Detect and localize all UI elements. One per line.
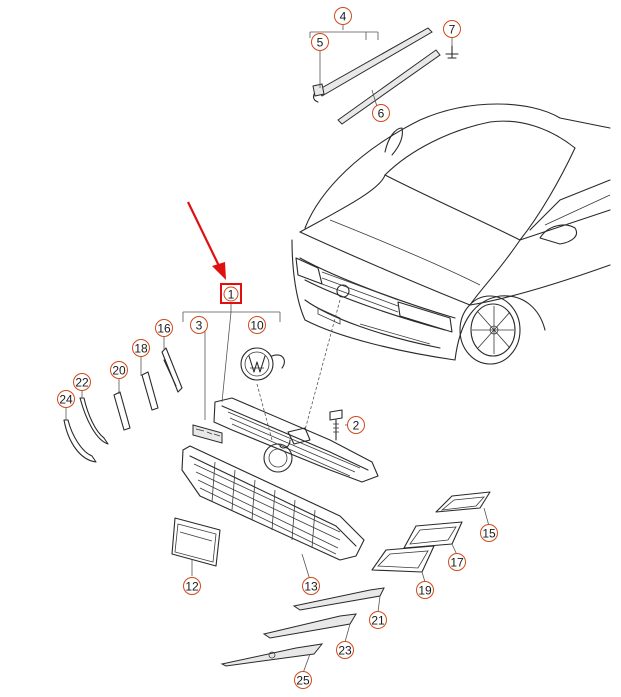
callout-number-13: 13 — [304, 580, 318, 594]
callout-21: 21 — [369, 611, 387, 629]
leader-lines — [65, 24, 490, 674]
callout-17: 17 — [448, 553, 466, 571]
callout-circle-6 — [372, 104, 390, 122]
callout-23: 23 — [336, 641, 354, 659]
upper-grille — [213, 397, 379, 483]
highlight-box — [220, 283, 242, 304]
callout-circle-3 — [190, 316, 208, 334]
callout-7: 7 — [443, 20, 461, 38]
callout-number-2: 2 — [353, 419, 360, 433]
callout-15: 15 — [480, 524, 498, 542]
callout-number-22: 22 — [75, 376, 89, 390]
callout-number-21: 21 — [371, 614, 385, 628]
callout-24: 24 — [57, 390, 75, 408]
callout-circle-5 — [311, 33, 329, 51]
callout-number-10: 10 — [250, 319, 264, 333]
callout-number-7: 7 — [449, 23, 456, 37]
callout-number-12: 12 — [185, 580, 199, 594]
callout-13: 13 — [302, 577, 320, 595]
screw-part — [329, 409, 343, 441]
callout-10: 10 — [248, 316, 266, 334]
callout-number-25: 25 — [296, 674, 310, 688]
roof-trim-parts — [312, 27, 459, 125]
callout-4: 4 — [334, 7, 352, 25]
right-vent-covers — [371, 491, 491, 573]
callout-number-18: 18 — [134, 342, 148, 356]
callout-number-17: 17 — [450, 556, 464, 570]
callout-circle-2 — [347, 416, 365, 434]
callout-3: 3 — [190, 316, 208, 334]
callout-circle-19 — [416, 581, 434, 599]
callout-circle-17 — [448, 553, 466, 571]
callout-number-15: 15 — [482, 527, 496, 541]
callout-circle-18 — [132, 339, 150, 357]
callout-number-6: 6 — [378, 107, 385, 121]
license-plate-bracket — [171, 517, 221, 567]
callout-circle-24 — [57, 390, 75, 408]
callout-22: 22 — [73, 373, 91, 391]
car-illustration — [291, 103, 611, 365]
callout-number-16: 16 — [157, 322, 171, 336]
callout-number-4: 4 — [340, 10, 347, 24]
callout-circle-13 — [302, 577, 320, 595]
callout-number-3: 3 — [196, 319, 203, 333]
callout-number-24: 24 — [59, 393, 73, 407]
callout-25: 25 — [294, 671, 312, 689]
left-trim-strips — [63, 347, 183, 463]
callout-2: 2 — [347, 416, 365, 434]
callout-circle-10 — [248, 316, 266, 334]
callout-12: 12 — [183, 577, 201, 595]
lower-trim-strips — [220, 587, 385, 667]
callout-16: 16 — [155, 319, 173, 337]
callout-number-19: 19 — [418, 584, 432, 598]
callout-19: 19 — [416, 581, 434, 599]
callout-number-20: 20 — [112, 364, 126, 378]
badge-and-emblem — [192, 347, 285, 444]
callout-circle-15 — [480, 524, 498, 542]
callout-number-1: 1 — [228, 288, 235, 302]
callout-18: 18 — [132, 339, 150, 357]
callout-6: 6 — [372, 104, 390, 122]
callout-number-23: 23 — [338, 644, 352, 658]
callout-circle-22 — [73, 373, 91, 391]
lower-grille — [181, 445, 365, 561]
callout-circle-21 — [369, 611, 387, 629]
callout-circle-4 — [334, 7, 352, 25]
callout-5: 5 — [311, 33, 329, 51]
callout-circle-1 — [223, 286, 239, 302]
highlight-arrow — [187, 201, 226, 280]
callout-circle-25 — [294, 671, 312, 689]
callout-circle-7 — [443, 20, 461, 38]
callout-circle-12 — [183, 577, 201, 595]
callout-circle-20 — [110, 361, 128, 379]
callout-circle-16 — [155, 319, 173, 337]
callout-1: 1 — [223, 286, 239, 302]
callout-circle-23 — [336, 641, 354, 659]
callout-number-5: 5 — [317, 36, 324, 50]
callout-20: 20 — [110, 361, 128, 379]
